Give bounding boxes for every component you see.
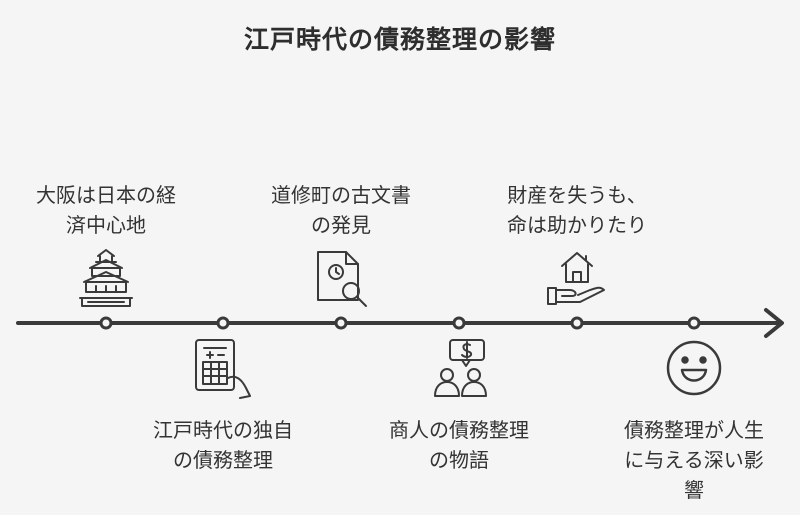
document-search-icon — [317, 251, 367, 307]
timeline-marker-6 — [687, 316, 701, 330]
diagram-title: 江戸時代の債務整理の影響 — [243, 25, 556, 54]
timeline-marker-3 — [334, 316, 348, 330]
merchants-dollar-icon — [434, 339, 487, 397]
smile-face-icon — [666, 340, 722, 396]
timeline-marker-4 — [452, 316, 466, 330]
calculator-document-icon — [195, 339, 251, 399]
event-label-3: 道修町の古文書 の発見 — [271, 183, 411, 237]
event-label-5: 財産を失うも、 命は助かりたり — [507, 183, 647, 237]
castle-icon — [79, 249, 133, 307]
house-hand-icon — [547, 252, 605, 305]
timeline-marker-5 — [570, 316, 584, 330]
event-label-4: 商人の債務整理 の物語 — [389, 418, 529, 472]
timeline-arrow-head — [764, 308, 784, 338]
event-label-2: 江戸時代の独自 の債務整理 — [153, 418, 293, 472]
timeline-marker-1 — [99, 316, 113, 330]
event-label-1: 大阪は日本の経 済中心地 — [36, 183, 176, 237]
event-label-6: 債務整理が人生 に与える深い影 響 — [624, 418, 764, 502]
timeline-marker-2 — [216, 316, 230, 330]
